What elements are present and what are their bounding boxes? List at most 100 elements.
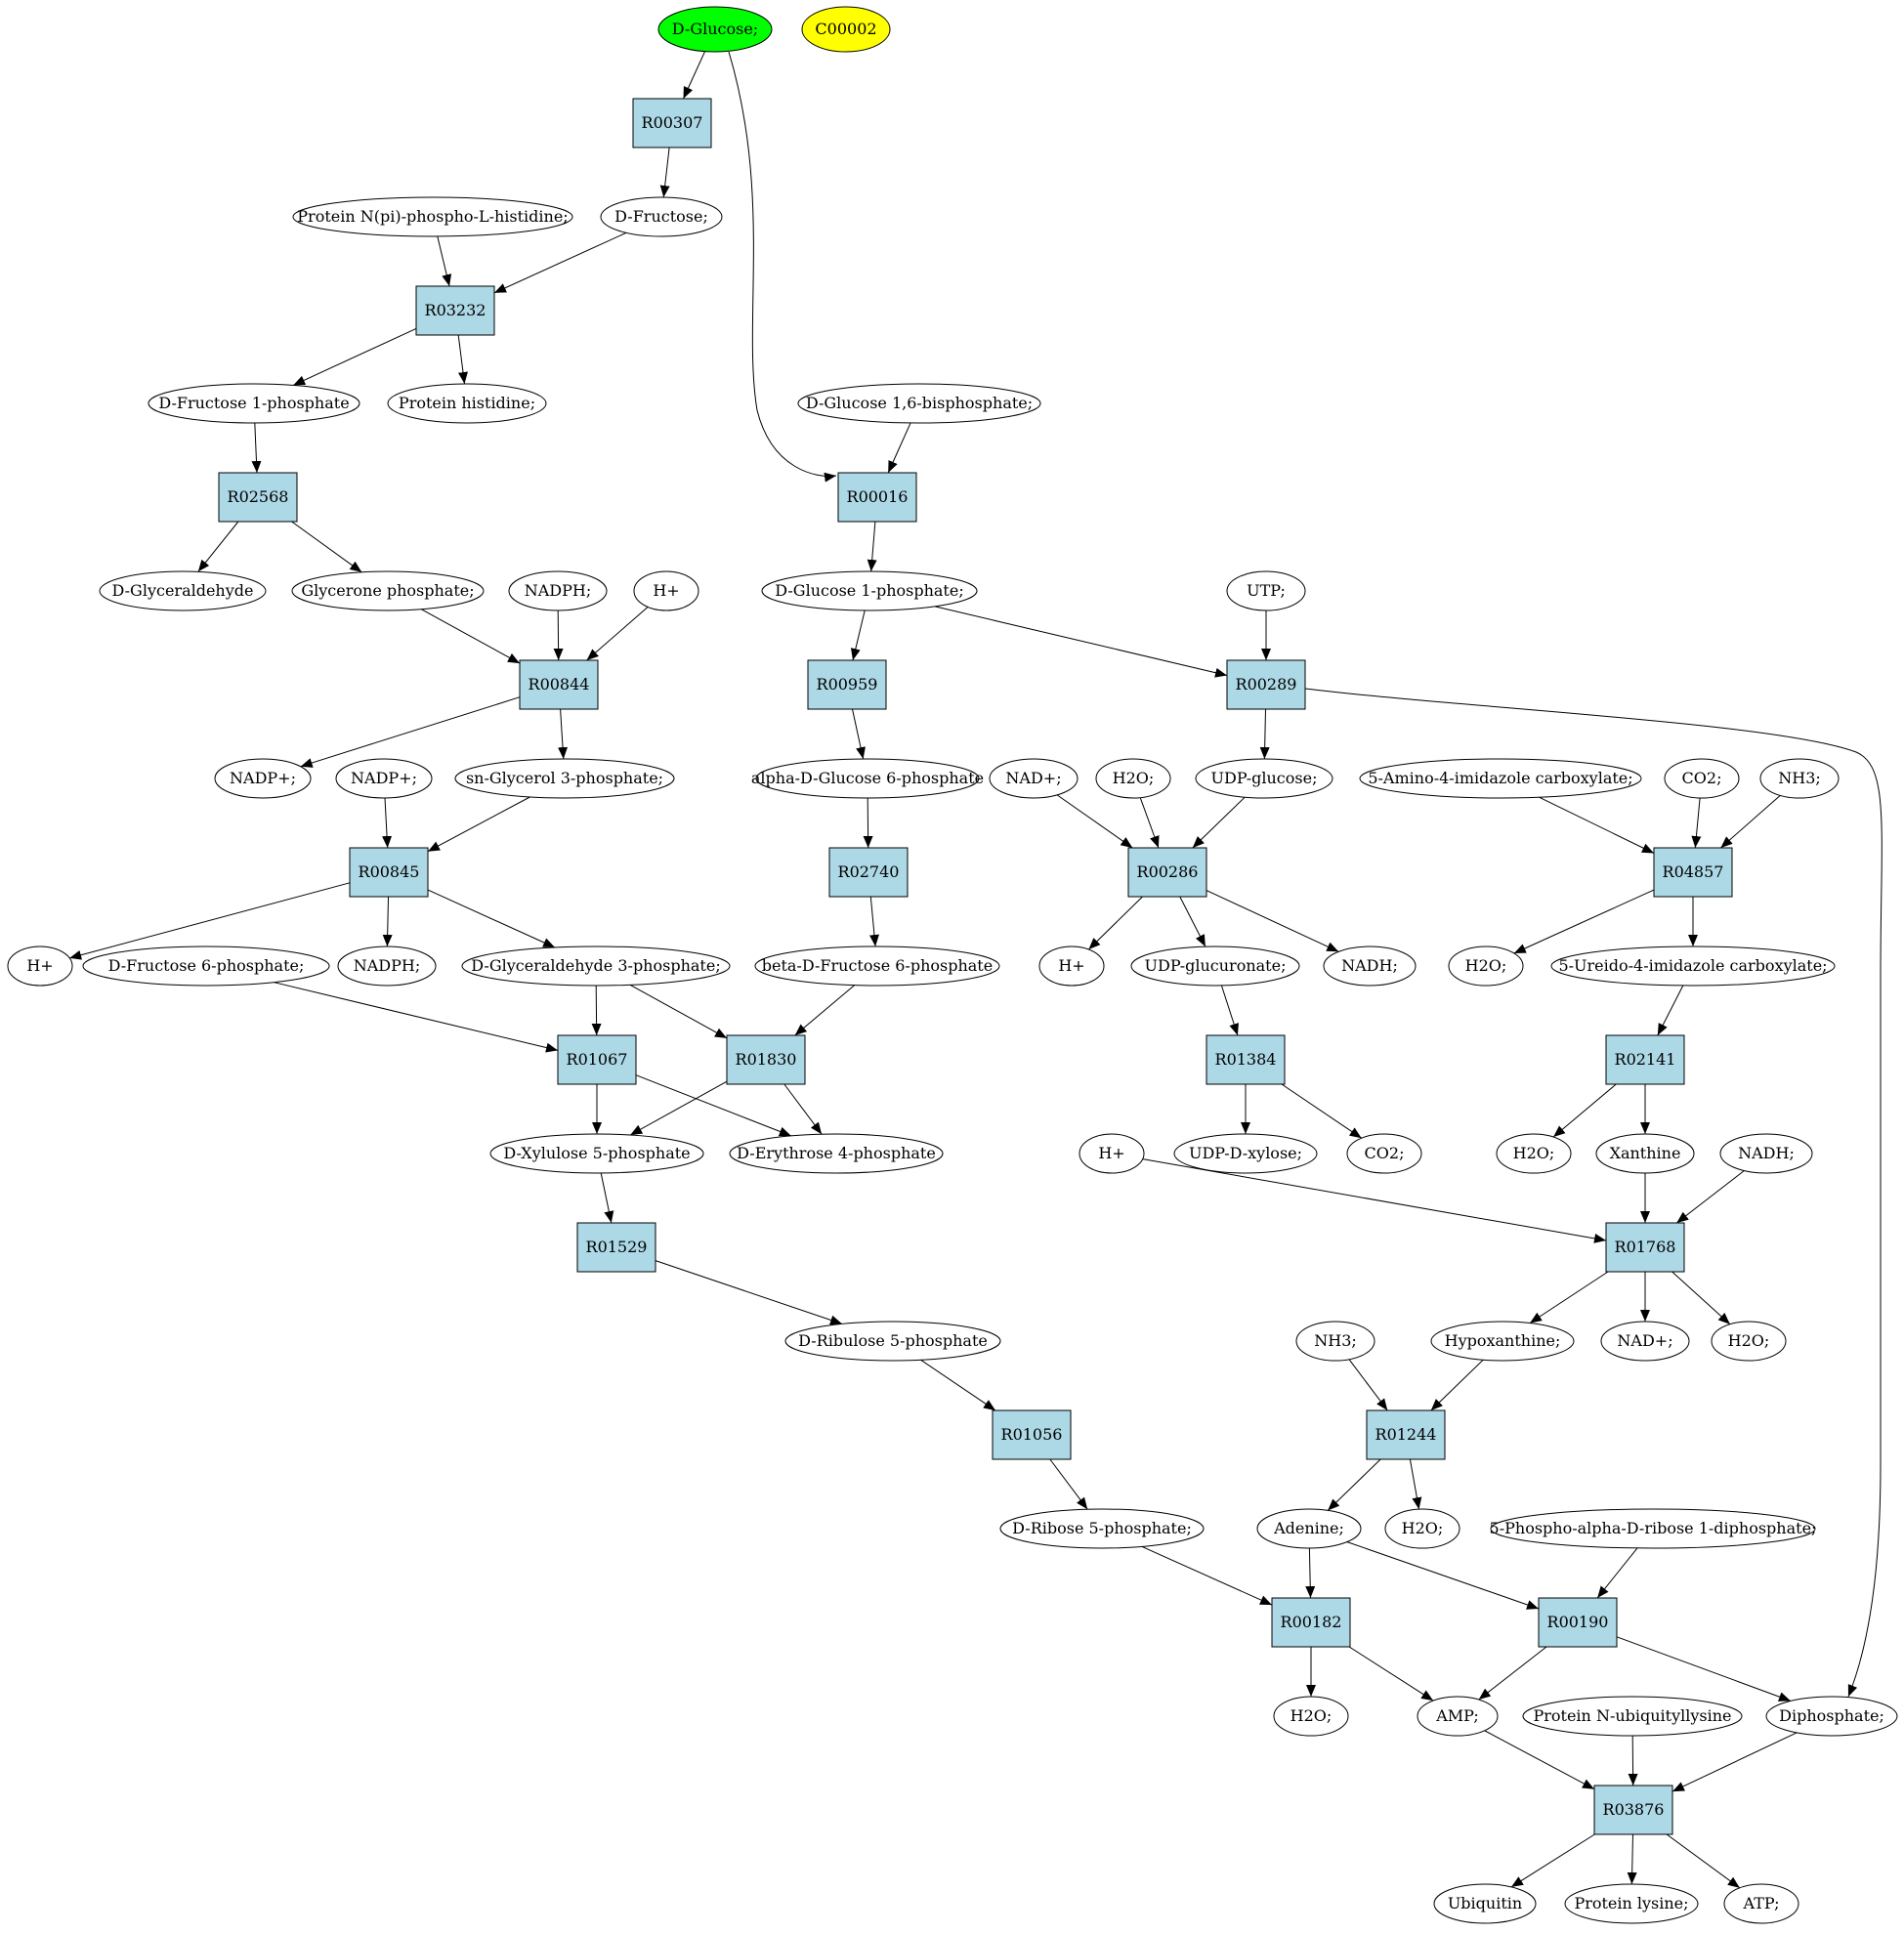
- reaction-node-r00182[interactable]: R00182: [1271, 1597, 1351, 1648]
- compound-node-ubq[interactable]: Ubiquitin: [1433, 1883, 1537, 1924]
- reaction-node-r02568[interactable]: R02568: [218, 472, 298, 523]
- compound-node-nadh1[interactable]: NADH;: [1323, 945, 1417, 987]
- compound-node-f6p[interactable]: D-Fructose 6-phosphate;: [82, 945, 330, 987]
- compound-node-uica[interactable]: 5-Ureido-4-imidazole carboxylate;: [1550, 945, 1836, 987]
- reaction-node-r00307[interactable]: R00307: [632, 98, 712, 148]
- compound-node-udpx[interactable]: UDP-D-xylose;: [1173, 1133, 1318, 1174]
- reaction-node-r02141[interactable]: R02141: [1605, 1034, 1685, 1085]
- compound-node-ade[interactable]: Adenine;: [1256, 1508, 1362, 1549]
- compound-node-h2o4[interactable]: H2O;: [1711, 1321, 1787, 1362]
- compound-node-plys[interactable]: Protein lysine;: [1564, 1883, 1699, 1924]
- compound-node-xu5p[interactable]: D-Xylulose 5-phosphate: [489, 1133, 704, 1174]
- compound-node-g1p[interactable]: D-Glucose 1-phosphate;: [761, 570, 978, 611]
- reaction-node-r01830[interactable]: R01830: [726, 1034, 806, 1085]
- compound-node-co2b[interactable]: CO2;: [1346, 1133, 1422, 1174]
- compound-node-phis[interactable]: Protein histidine;: [387, 383, 547, 424]
- reaction-node-r04857[interactable]: R04857: [1653, 847, 1733, 898]
- reaction-node-r02740[interactable]: R02740: [828, 847, 909, 898]
- edge-co2a-to-r04857: [1691, 797, 1702, 849]
- compound-node-gap[interactable]: D-Glyceraldehyde 3-phosphate;: [461, 945, 731, 987]
- compound-node-nadh2[interactable]: NADH;: [1719, 1133, 1813, 1174]
- compound-ellipse: [214, 758, 312, 799]
- compound-node-prpp[interactable]: 5-Phospho-alpha-D-ribose 1-diphosphate;: [1490, 1508, 1817, 1549]
- reaction-node-r03876[interactable]: R03876: [1593, 1785, 1673, 1835]
- compound-node-pnub[interactable]: Protein N-ubiquityllysine: [1522, 1696, 1743, 1737]
- reaction-node-r03232[interactable]: R03232: [415, 285, 495, 336]
- reaction-node-r00286[interactable]: R00286: [1127, 847, 1207, 898]
- compound-node-hyp[interactable]: Hypoxanthine;: [1430, 1321, 1575, 1362]
- compound-node-h2o3[interactable]: H2O;: [1496, 1133, 1572, 1174]
- compound-node-c2[interactable]: C00002: [801, 6, 891, 53]
- compound-node-udpgl[interactable]: UDP-glucuronate;: [1130, 945, 1300, 987]
- compound-node-co2a[interactable]: CO2;: [1664, 758, 1740, 799]
- reaction-label: R01768: [1615, 1238, 1676, 1256]
- compound-node-nadp1[interactable]: NADP+;: [214, 758, 312, 799]
- compound-node-h2o2[interactable]: H2O;: [1448, 945, 1524, 987]
- compound-node-hp1[interactable]: H+: [633, 570, 699, 611]
- compound-node-ag6p[interactable]: alpha-D-Glucose 6-phosphate: [751, 758, 984, 799]
- compound-node-pnhis[interactable]: Protein N(pi)-phospho-L-histidine;: [292, 196, 573, 237]
- compound-node-hp3[interactable]: H+: [1038, 945, 1105, 987]
- reaction-node-r00845[interactable]: R00845: [349, 847, 429, 898]
- compound-node-xan[interactable]: Xanthine: [1595, 1133, 1695, 1174]
- compound-node-e4p[interactable]: D-Erythrose 4-phosphate: [729, 1133, 944, 1174]
- compound-node-bf6p[interactable]: beta-D-Fructose 6-phosphate: [754, 945, 1000, 987]
- edge-g1p-to-r00959: [850, 609, 866, 661]
- compound-node-r5p[interactable]: D-Ribose 5-phosphate;: [999, 1508, 1205, 1549]
- reaction-box: [1593, 1785, 1673, 1835]
- reaction-node-r00289[interactable]: R00289: [1226, 659, 1306, 710]
- compound-node-nadph1[interactable]: NADPH;: [508, 570, 608, 611]
- compound-node-h2o6[interactable]: H2O;: [1273, 1696, 1349, 1737]
- reaction-node-r00016[interactable]: R00016: [837, 472, 917, 523]
- reaction-node-r01384[interactable]: R01384: [1206, 1034, 1286, 1085]
- reaction-label: R00182: [1281, 1613, 1342, 1631]
- reaction-node-r00959[interactable]: R00959: [807, 659, 887, 710]
- compound-label: D-Ribulose 5-phosphate: [798, 1331, 988, 1350]
- compound-node-glc[interactable]: D-Glucose;: [657, 6, 773, 53]
- compound-node-utp[interactable]: UTP;: [1226, 570, 1306, 611]
- edge-ade-to-r00182: [1305, 1547, 1316, 1599]
- compound-ellipse: [801, 6, 891, 53]
- compound-node-nad1[interactable]: NAD+;: [989, 758, 1079, 799]
- reaction-node-r01529[interactable]: R01529: [576, 1222, 656, 1273]
- compound-label: CO2;: [1682, 769, 1722, 787]
- compound-node-g3p[interactable]: sn-Glycerol 3-phosphate;: [454, 758, 675, 799]
- compound-node-udpg[interactable]: UDP-glucose;: [1195, 758, 1333, 799]
- compound-node-nad2[interactable]: NAD+;: [1600, 1321, 1690, 1362]
- compound-node-nh3a[interactable]: NH3;: [1759, 758, 1840, 799]
- reaction-node-r01244[interactable]: R01244: [1366, 1409, 1446, 1460]
- reaction-node-r01056[interactable]: R01056: [992, 1409, 1072, 1460]
- reaction-node-r00844[interactable]: R00844: [519, 659, 599, 710]
- compound-node-gnp[interactable]: Glycerone phosphate;: [291, 570, 485, 611]
- edge-r03232-to-phis: [457, 334, 468, 385]
- compound-node-nadph2[interactable]: NADPH;: [337, 945, 437, 987]
- compound-node-h2o1[interactable]: H2O;: [1095, 758, 1171, 799]
- compound-node-ru5p[interactable]: D-Ribulose 5-phosphate: [784, 1321, 1001, 1362]
- edge-r00016-to-g1p: [867, 521, 877, 572]
- reaction-node-r01768[interactable]: R01768: [1605, 1222, 1685, 1273]
- compound-node-hp2[interactable]: H+: [7, 945, 73, 987]
- compound-ellipse: [754, 945, 1000, 987]
- compound-node-nh3b[interactable]: NH3;: [1295, 1321, 1375, 1362]
- compound-node-f1p[interactable]: D-Fructose 1-phosphate: [148, 383, 360, 424]
- compound-node-hp4[interactable]: H+: [1079, 1133, 1145, 1174]
- compound-node-nadp2[interactable]: NADP+;: [335, 758, 433, 799]
- edge-nadph1-to-r00844: [553, 609, 564, 661]
- compound-ellipse: [1256, 1508, 1362, 1549]
- compound-node-fru[interactable]: D-Fructose;: [600, 196, 723, 237]
- compound-node-atp[interactable]: ATP;: [1723, 1883, 1799, 1924]
- compound-node-glyal[interactable]: D-Glyceraldehyde: [99, 570, 267, 611]
- compound-node-h2o5[interactable]: H2O;: [1384, 1508, 1460, 1549]
- edge-gap-to-r01067: [591, 985, 602, 1036]
- compound-label: H2O;: [1513, 1144, 1555, 1162]
- compound-label: H+: [653, 581, 679, 600]
- reaction-node-r01067[interactable]: R01067: [557, 1034, 637, 1085]
- compound-label: D-Erythrose 4-phosphate: [737, 1144, 936, 1162]
- reaction-node-r00190[interactable]: R00190: [1538, 1597, 1618, 1648]
- compound-node-amp[interactable]: AMP;: [1417, 1696, 1499, 1737]
- compound-node-ppi[interactable]: Diphosphate;: [1765, 1696, 1898, 1737]
- compound-node-aica[interactable]: 5-Amino-4-imidazole carboxylate;: [1359, 758, 1642, 799]
- edge-udpgl-to-r01384: [1220, 985, 1239, 1036]
- compound-node-g16bp[interactable]: D-Glucose 1,6-bisphosphate;: [797, 383, 1041, 424]
- compound-ellipse: [454, 758, 675, 799]
